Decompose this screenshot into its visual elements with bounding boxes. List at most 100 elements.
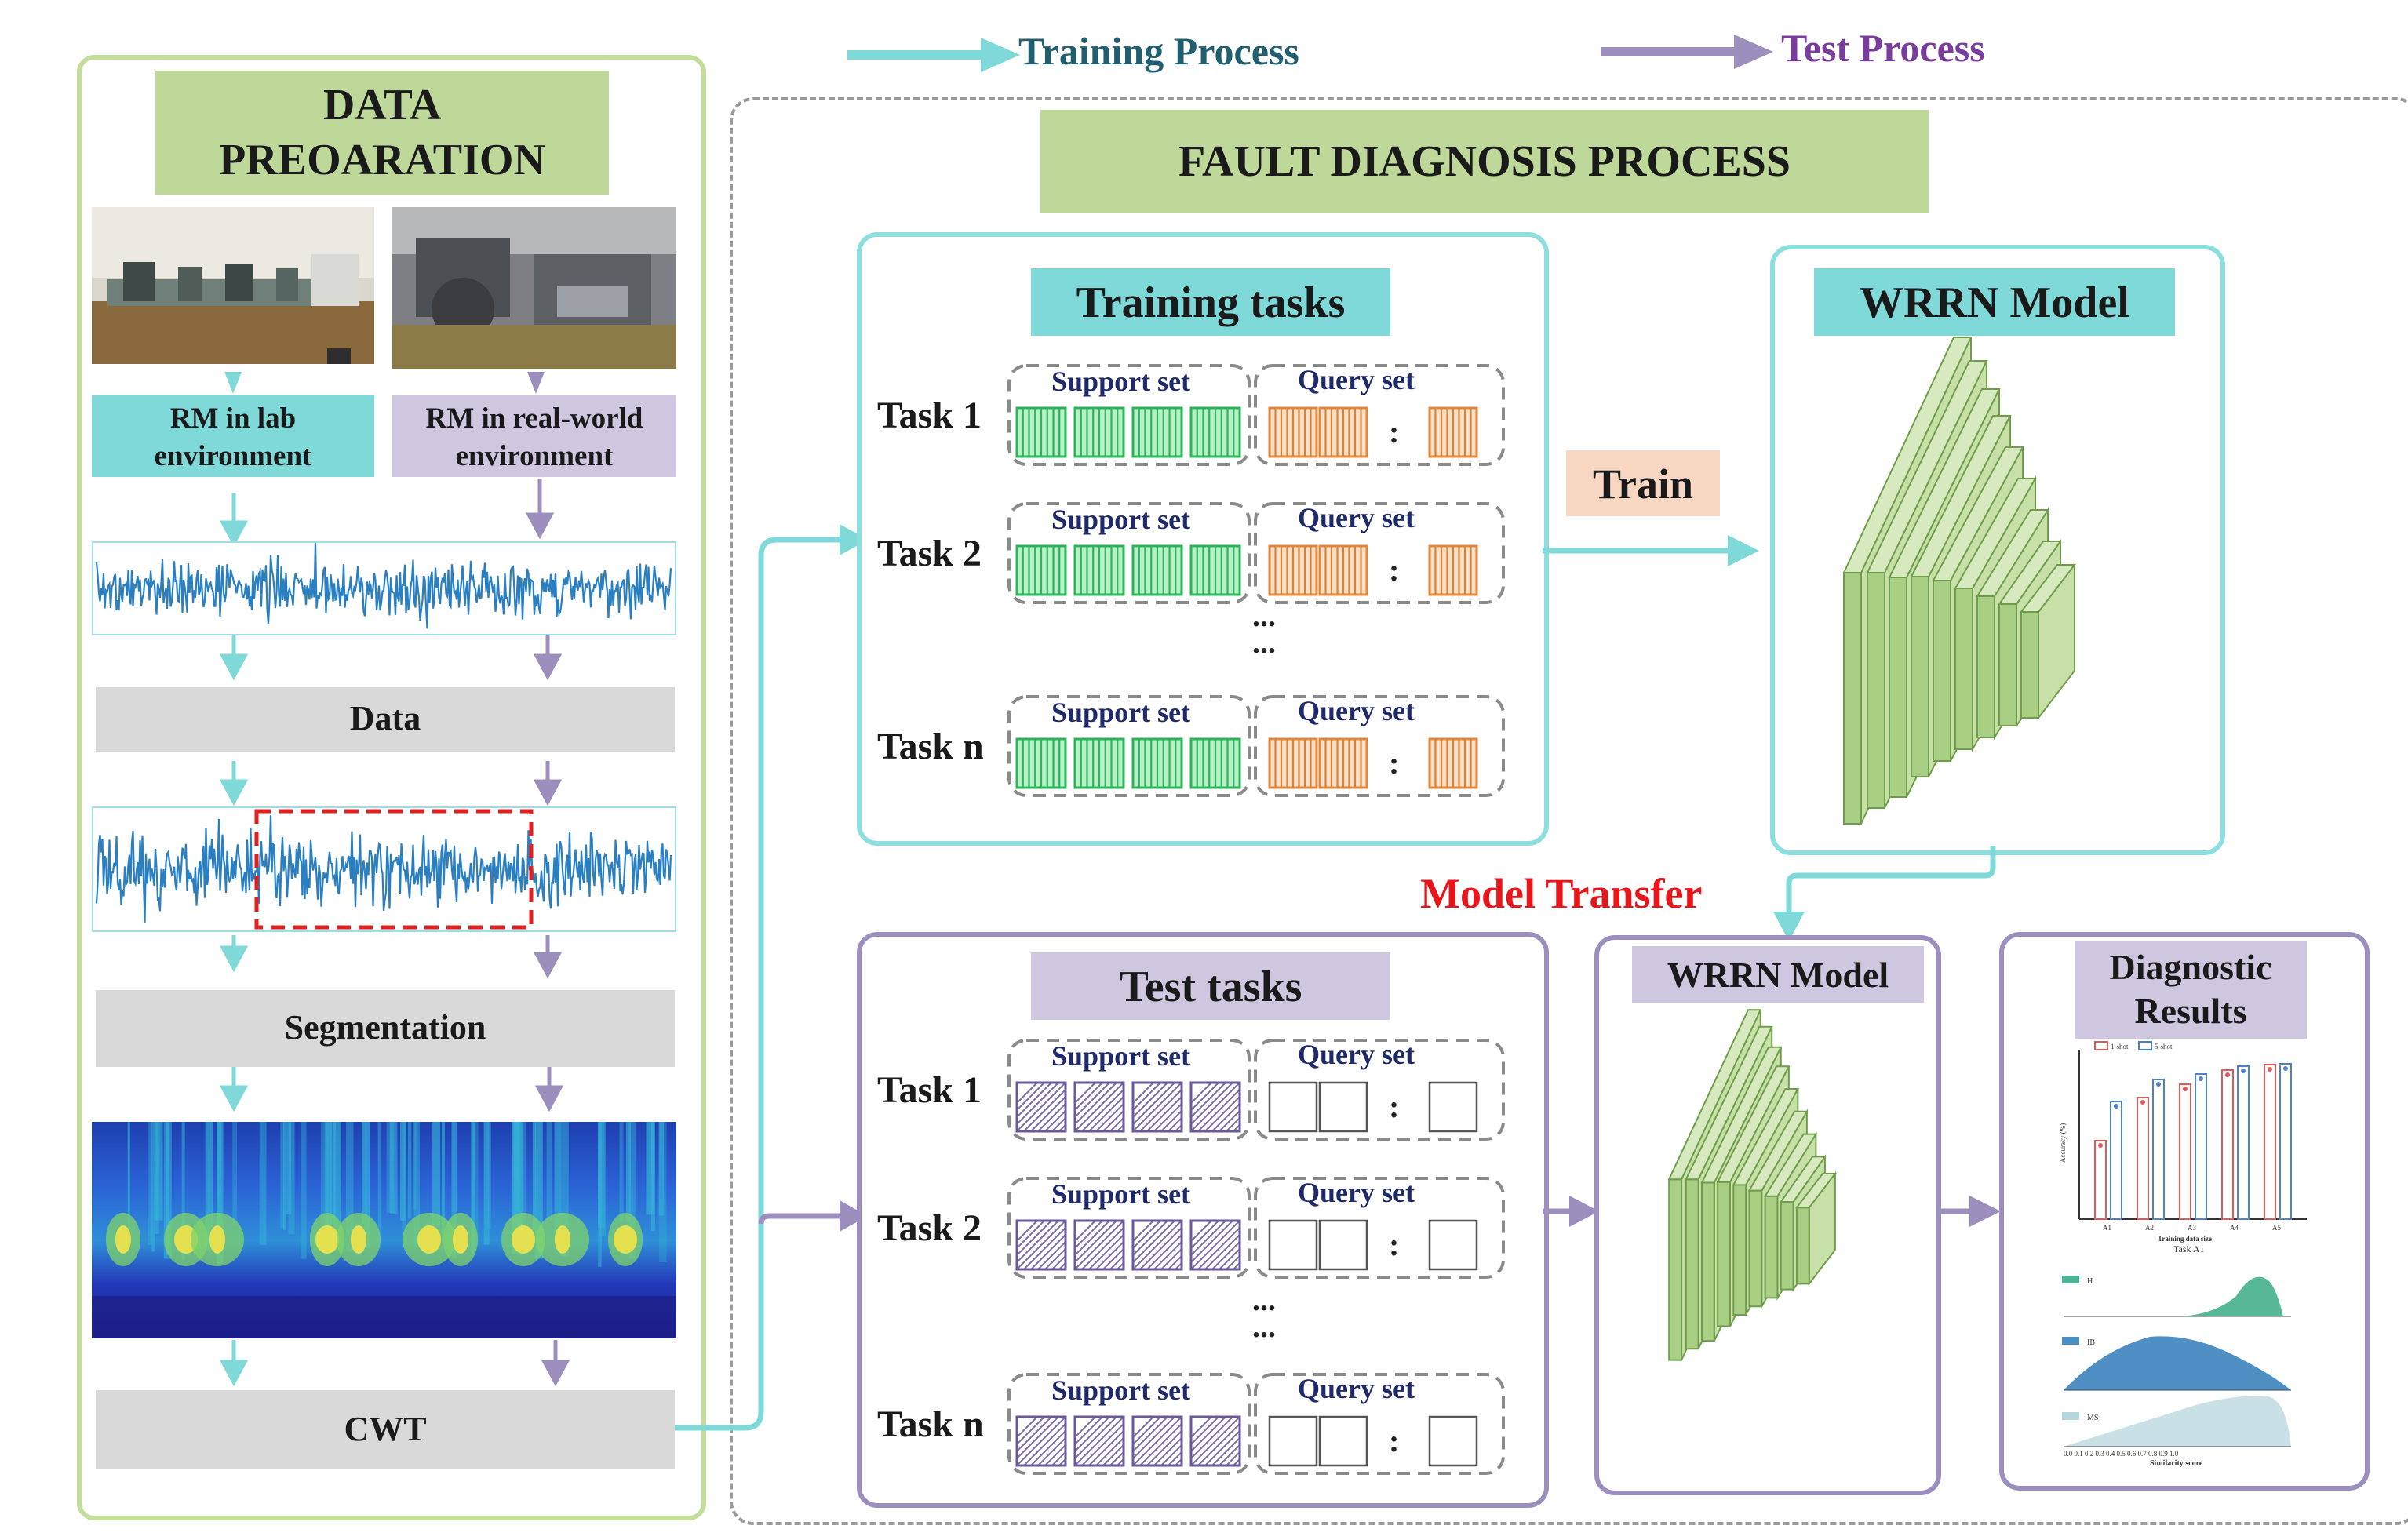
wrrn-model-test-title: WRRN Model [1667, 955, 1889, 995]
data-step-label: Data [349, 699, 421, 737]
query-sample-1 [1268, 1081, 1318, 1133]
query-sample-3 [1428, 1081, 1478, 1133]
support-sample-2 [1075, 1221, 1124, 1269]
test-task-label: Task 1 [877, 1069, 982, 1111]
support-set-label: Support set [1051, 697, 1190, 728]
wrrn-model-training-title: WRRN Model [1860, 279, 2129, 327]
chart-legend-1: 1-shot [2111, 1043, 2129, 1050]
accuracy-bar [2264, 1064, 2276, 1220]
real-world-machine-photo [392, 207, 676, 369]
accuracy-bar [2195, 1073, 2207, 1220]
more-queries-ellipsis: : [1389, 552, 1399, 588]
model-transfer-label: Model Transfer [1420, 870, 1703, 917]
dist-label-ms: MS [2087, 1414, 2098, 1422]
support-sample-2 [1073, 406, 1125, 458]
data-preparation-panel [77, 55, 706, 1520]
train-label: Train [1592, 461, 1693, 508]
query-set-label: Query set [1298, 364, 1415, 395]
query-set-label: Query set [1298, 1177, 1415, 1208]
support-set-label: Support set [1051, 1178, 1190, 1210]
training-task-label: Task n [877, 726, 984, 767]
model-transfer-arrow [1773, 846, 1996, 941]
accuracy-bar [2237, 1065, 2250, 1220]
support-sample-1 [1015, 406, 1067, 458]
title-line-2: PREOARATION [219, 136, 545, 184]
arrow-lab-down-1 [224, 372, 242, 394]
dist-label-ib: IB [2087, 1338, 2095, 1347]
support-sample-4 [1189, 737, 1241, 789]
chart-ylabel: Accuracy (%) [2059, 1123, 2067, 1163]
support-sample-1 [1015, 544, 1067, 596]
query-sample-2 [1318, 406, 1368, 458]
chart-xlabel: Training data size [2158, 1235, 2212, 1243]
test-tasks-title: Test tasks [1119, 963, 1302, 1011]
fault-diagnosis-title-box: FAULT DIAGNOSIS PROCESS [1040, 110, 1929, 213]
diagnostic-results-title-box: Diagnostic Results [2075, 941, 2307, 1039]
query-sample-2 [1318, 544, 1368, 596]
more-queries-ellipsis: : [1389, 414, 1399, 450]
chart-caption: Task A1 [2173, 1243, 2205, 1254]
query-sample-3 [1428, 1415, 1478, 1467]
train-label-box: Train [1566, 450, 1720, 516]
cwt-step: CWT [96, 1390, 675, 1469]
left-flow-arrows [219, 479, 570, 1387]
real-label-line-2: environment [455, 440, 614, 472]
support-set-label: Support set [1051, 366, 1190, 397]
model-to-results-arrow [1940, 1196, 2001, 1227]
support-set-label: Support set [1051, 1040, 1190, 1072]
query-sample-2 [1318, 1415, 1368, 1467]
support-sample-3 [1133, 1221, 1182, 1269]
results-title-line-1: Diagnostic [2109, 947, 2272, 987]
more-queries-ellipsis: : [1389, 1423, 1399, 1458]
query-sample-3 [1428, 737, 1478, 789]
dist-axis-ticks: 0.0 0.1 0.2 0.3 0.4 0.5 0.6 0.7 0.8 0.9 … [2064, 1450, 2179, 1458]
support-set-label: Support set [1051, 504, 1190, 535]
legend-training-label: Training Process [1018, 29, 1299, 73]
results-title-line-2: Results [2134, 991, 2247, 1031]
training-ellipsis: ...... [1252, 598, 1276, 660]
lab-test-rig-photo [92, 207, 374, 364]
test-task-label: Task n [877, 1403, 984, 1445]
training-task-label: Task 1 [877, 395, 982, 436]
more-queries-ellipsis: : [1389, 1089, 1399, 1124]
query-sample-2 [1318, 1081, 1368, 1133]
title-line-1: DATA [322, 81, 442, 129]
segmentation-step: Segmentation [96, 990, 675, 1067]
dist-label-h: H [2087, 1277, 2093, 1286]
data-preparation-title: DATA PREOARATION [155, 71, 609, 195]
query-sample-1 [1268, 737, 1318, 789]
arrow-real-down-1 [527, 372, 545, 394]
support-sample-2 [1073, 737, 1125, 789]
query-set-label: Query set [1298, 1373, 1415, 1404]
cwt-spectrogram [92, 1122, 676, 1338]
wrrn-model-test-title-box: WRRN Model [1632, 946, 1924, 1003]
query-set-label: Query set [1298, 1039, 1415, 1070]
category-label: A1 [2103, 1224, 2111, 1232]
query-sample-3 [1428, 544, 1478, 596]
support-sample-3 [1133, 1083, 1182, 1131]
query-sample-3 [1428, 1219, 1478, 1271]
query-sample-1 [1268, 1219, 1318, 1271]
query-sample-2 [1318, 737, 1368, 789]
segmented-signal [92, 806, 676, 932]
data-step: Data [96, 687, 675, 752]
similarity-distribution-chart: H IB MS 0.0 0.1 0.2 0.3 0.4 0.5 0.6 0.7 … [2062, 1276, 2291, 1467]
category-label: A5 [2272, 1224, 2281, 1232]
wrrn-model-training-title-box: WRRN Model [1814, 268, 2175, 336]
accuracy-bar [2094, 1140, 2107, 1220]
support-sample-3 [1131, 406, 1183, 458]
more-queries-ellipsis: : [1389, 1227, 1399, 1262]
support-sample-4 [1189, 544, 1241, 596]
chart-legend-2: 5-shot [2155, 1043, 2173, 1050]
dist-xlabel: Similarity score [2150, 1459, 2203, 1467]
raw-vibration-signal [92, 541, 676, 635]
training-tasks-title-box: Training tasks [1031, 268, 1390, 336]
legend-test-arrow [1601, 35, 1773, 69]
test-task-sets: Support set Query set: [1007, 1177, 1505, 1279]
wrrn-network-diagram-large [1842, 337, 2077, 825]
test-to-model-arrow [1543, 1196, 1599, 1227]
real-label-line-1: RM in real-world [425, 402, 643, 435]
